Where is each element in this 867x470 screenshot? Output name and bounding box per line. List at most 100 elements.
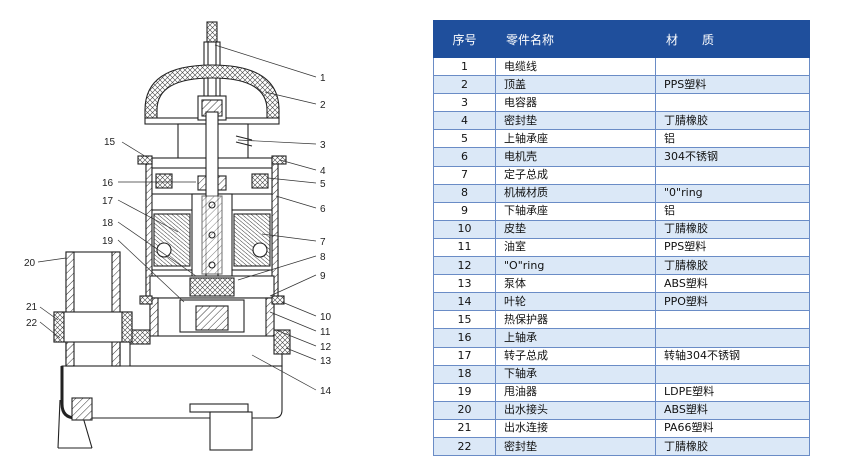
cable-end: [206, 21, 218, 43]
row-material: [655, 328, 810, 348]
callout-3: 3: [320, 140, 326, 151]
row-material: [655, 93, 810, 113]
callout-18: 18: [102, 218, 114, 229]
row-material: PPS塑料: [655, 75, 810, 95]
callout-12: 12: [320, 342, 332, 353]
row-part-name: 下轴承座: [495, 201, 656, 221]
row-part-name: "O"ring: [495, 256, 656, 276]
row-number: 21: [433, 418, 496, 438]
row-material: ABS塑料: [655, 274, 810, 294]
row-number: 14: [433, 292, 496, 312]
row-part-name: 密封垫: [495, 111, 656, 131]
callout-15: 15: [104, 137, 116, 148]
callout-5: 5: [320, 179, 326, 190]
row-material: PA66塑料: [655, 418, 810, 438]
row-material: [655, 310, 810, 330]
row-number: 19: [433, 382, 496, 402]
row-material: "0"ring: [655, 183, 810, 203]
row-part-name: 甩油器: [495, 382, 656, 402]
row-material: [655, 364, 810, 384]
base-outlet: [209, 411, 253, 451]
row-number: 3: [433, 93, 496, 113]
callout-labels: 1 2 3 4 5 6 7 8 9 10 11 12 13 14 15 16 1…: [24, 73, 332, 397]
callout-9: 9: [320, 271, 326, 282]
row-material: 丁腈橡胶: [655, 111, 810, 131]
row-material: PPS塑料: [655, 237, 810, 258]
callout-21: 21: [26, 302, 38, 313]
callout-20: 20: [24, 258, 36, 269]
row-number: 1: [433, 56, 496, 77]
callout-6: 6: [320, 204, 326, 215]
row-material: 304不锈钢: [655, 147, 810, 167]
row-number: 4: [433, 111, 496, 131]
row-number: 13: [433, 274, 496, 294]
header-number: 序号: [433, 20, 496, 58]
row-number: 2: [433, 75, 496, 95]
row-material: ABS塑料: [655, 400, 810, 420]
row-number: 22: [433, 436, 496, 457]
row-material: 铝: [655, 129, 810, 149]
row-part-name: 机械材质: [495, 183, 656, 203]
pump-body-outline: [53, 21, 291, 451]
row-material: 丁腈橡胶: [655, 219, 810, 239]
row-number: 10: [433, 219, 496, 239]
callout-14: 14: [320, 386, 332, 397]
row-number: 15: [433, 310, 496, 330]
row-part-name: 出水连接: [495, 418, 656, 438]
row-part-name: 电机壳: [495, 147, 656, 167]
row-number: 5: [433, 129, 496, 149]
row-material: PPO塑料: [655, 292, 810, 312]
row-material: 丁腈橡胶: [655, 436, 810, 457]
row-material: [655, 165, 810, 185]
callout-19: 19: [102, 236, 114, 247]
row-part-name: 电容器: [495, 93, 656, 113]
row-part-name: 密封垫: [495, 436, 656, 457]
row-number: 7: [433, 165, 496, 185]
callout-4: 4: [320, 166, 326, 177]
row-part-name: 泵体: [495, 274, 656, 294]
callout-13: 13: [320, 356, 332, 367]
row-part-name: 顶盖: [495, 75, 656, 95]
row-part-name: 定子总成: [495, 165, 656, 185]
callout-16: 16: [102, 178, 114, 189]
row-number: 17: [433, 346, 496, 366]
row-number: 11: [433, 237, 496, 258]
row-number: 9: [433, 201, 496, 221]
row-material: 转轴304不锈钢: [655, 346, 810, 366]
row-number: 8: [433, 183, 496, 203]
callout-17: 17: [102, 196, 114, 207]
callout-22: 22: [26, 318, 38, 329]
callout-10: 10: [320, 312, 332, 323]
row-number: 16: [433, 328, 496, 348]
row-number: 12: [433, 256, 496, 276]
callout-11: 11: [320, 327, 331, 338]
row-part-name: 出水接头: [495, 400, 656, 420]
row-material: LDPE塑料: [655, 382, 810, 402]
row-part-name: 皮垫: [495, 219, 656, 239]
row-material: 丁腈橡胶: [655, 256, 810, 276]
callout-2: 2: [320, 100, 326, 111]
callout-8: 8: [320, 252, 326, 263]
row-part-name: 电缆线: [495, 56, 656, 77]
